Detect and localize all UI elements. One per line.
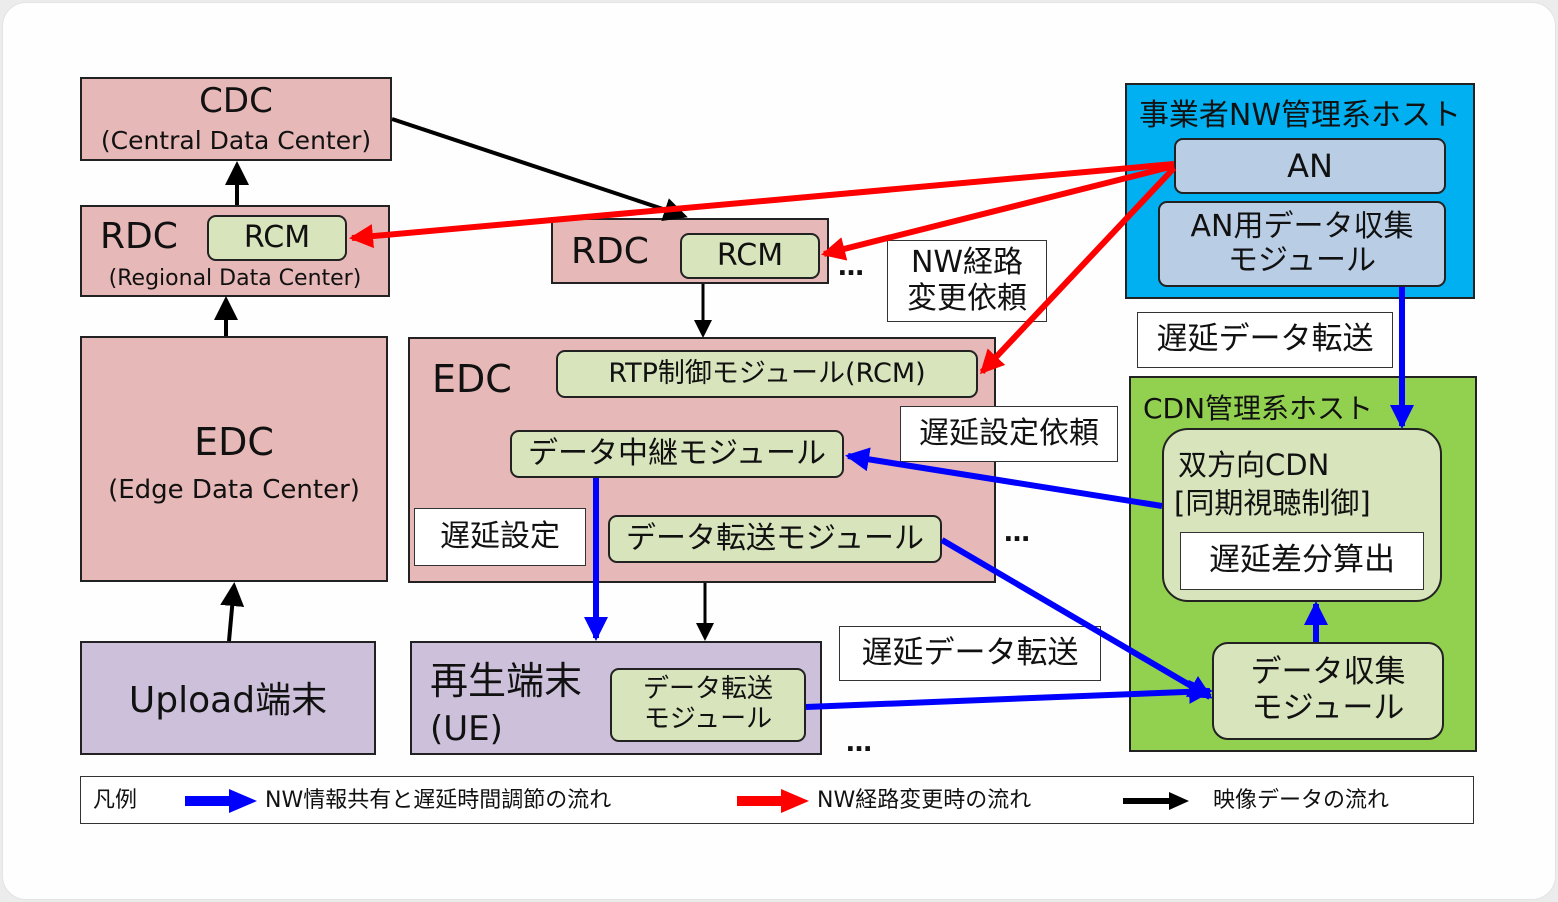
legend-black-arrow-icon [1123, 792, 1189, 810]
rdc-left-title: RDC [100, 216, 178, 257]
edc-mid-title: EDC [432, 357, 512, 401]
nw-route-change-line1: NW経路 [910, 245, 1024, 280]
operator-nw-host-title: 事業者NW管理系ホスト [1138, 98, 1462, 133]
an-collector-line1: AN用データ収集 [1190, 208, 1414, 244]
cdc-subtitle: (Central Data Center) [100, 126, 372, 155]
rdc-mid-title: RDC [571, 231, 649, 272]
edc-left-title: EDC [194, 420, 274, 464]
legend-blue-arrow-icon [185, 789, 257, 813]
an-module: AN [1174, 138, 1446, 194]
data-relay-module: データ中継モジュール [510, 430, 844, 478]
delay-setting-label: 遅延設定 [414, 508, 586, 566]
nw-route-change-request-label: NW経路 変更依頼 [887, 240, 1047, 322]
cdn-line1: 双方向CDN [1178, 448, 1330, 482]
ue-ellipsis: … [846, 728, 876, 758]
legend-title: 凡例 [93, 788, 138, 813]
ue-data-transfer-module: データ転送 モジュール [610, 668, 806, 742]
an-data-collection-module: AN用データ収集 モジュール [1158, 201, 1446, 287]
edc-ellipsis: … [1004, 518, 1034, 548]
collector-line1: データ収集 [1250, 654, 1406, 691]
cdc-box: CDC (Central Data Center) [80, 77, 392, 161]
an-collector-line2: モジュール [1228, 243, 1376, 278]
edc-left-box: EDC (Edge Data Center) [80, 336, 388, 582]
playback-terminal-title: 再生端末 [430, 659, 583, 703]
ue-module-line2: モジュール [643, 704, 773, 734]
rdc-ellipsis: … [838, 252, 868, 282]
cdn-line2: [同期視聴制御] [1174, 486, 1371, 520]
upload-terminal-box: Upload端末 [80, 641, 376, 755]
upload-terminal-title: Upload端末 [128, 680, 328, 721]
cdc-title: CDC [199, 81, 273, 121]
rdc-left-rcm-module: RCM [207, 215, 347, 261]
rtp-control-module: RTP制御モジュール(RCM) [556, 350, 978, 398]
rdc-left-subtitle: (Regional Data Center) [108, 266, 362, 291]
ue-module-line1: データ転送 [642, 674, 773, 705]
data-transfer-module: データ転送モジュール [608, 515, 942, 563]
legend: 凡例 NW情報共有と遅延時間調節の流れ NW経路変更時の流れ 映像データの流れ [80, 776, 1474, 824]
legend-item-blue-label: NW情報共有と遅延時間調節の流れ [265, 788, 612, 813]
cdn-host-title: CDN管理系ホスト [1143, 392, 1374, 425]
delay-data-transfer-top-label: 遅延データ転送 [1137, 312, 1393, 368]
legend-item-red-label: NW経路変更時の流れ [817, 788, 1032, 813]
delay-data-transfer-bottom-label: 遅延データ転送 [839, 626, 1101, 681]
rdc-mid-rcm-module: RCM [680, 233, 820, 279]
playback-terminal-subtitle: (UE) [430, 709, 503, 749]
delay-setting-request-label: 遅延設定依頼 [900, 406, 1118, 462]
legend-red-arrow-icon [737, 789, 809, 813]
legend-item-black-label: 映像データの流れ [1213, 788, 1390, 813]
collector-line2: モジュール [1251, 690, 1405, 726]
data-collection-module: データ収集 モジュール [1212, 642, 1444, 740]
edc-left-subtitle: (Edge Data Center) [108, 475, 360, 505]
delay-difference-calc-label: 遅延差分算出 [1180, 532, 1424, 590]
nw-route-change-line2: 変更依頼 [907, 281, 1027, 316]
